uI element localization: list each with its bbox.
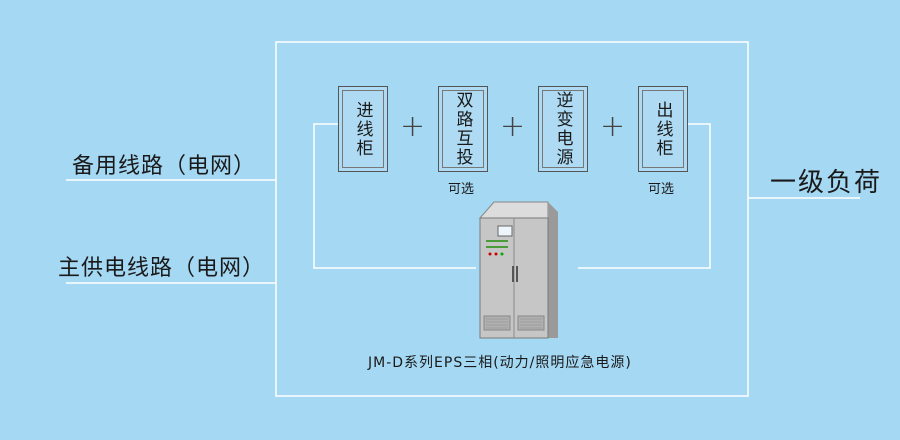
module-label: 进线柜 [352,100,373,158]
module-label: 出线柜 [652,100,673,158]
module-outgoing-cabinet: 出线柜 [638,86,688,172]
plus-sign: + [600,109,626,144]
loop-right [578,123,711,269]
module-incoming-cabinet: 进线柜 [338,86,388,172]
module-label: 双路互投 [452,91,473,167]
plus-sign: + [400,109,426,144]
backup-line-label: 备用线路（电网） [72,154,257,179]
module-dual-transfer: 双路互投 [438,86,488,172]
device-caption: JM-D系列EPS三相(动力/照明应急电源) [368,355,632,371]
eps-cabinet-image [478,201,558,339]
module-label: 逆变电源 [552,91,573,167]
module-inverter: 逆变电源 [538,86,588,172]
outer-frame [275,41,749,397]
optional-note: 可选 [448,182,475,197]
plus-sign: + [500,109,526,144]
optional-note: 可选 [648,182,675,197]
loop-left [313,123,476,269]
load-label: 一级负荷 [770,168,883,198]
main-line-label: 主供电线路（电网） [58,256,266,281]
